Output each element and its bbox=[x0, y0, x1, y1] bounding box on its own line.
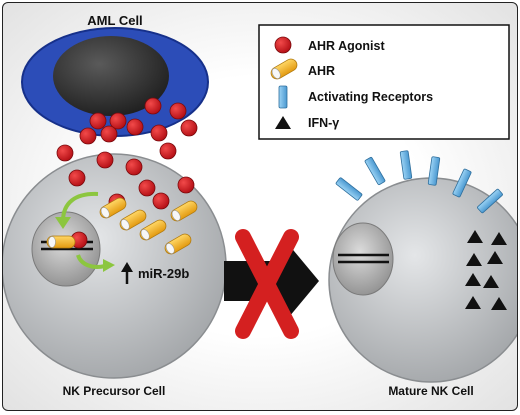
legend-label-ahr-agonist: AHR Agonist bbox=[308, 39, 385, 53]
aml-cell-label: AML Cell bbox=[87, 13, 142, 28]
diagram-frame: AML Cell NK Precursor Cell Mature NK Cel… bbox=[2, 2, 518, 411]
red-circle-icon bbox=[274, 36, 292, 54]
legend-item-ahr-agonist: AHR Agonist bbox=[274, 36, 385, 54]
ifn-gamma-triangles bbox=[465, 230, 507, 310]
mature-nk-label: Mature NK Cell bbox=[388, 384, 473, 398]
blue-rectangle-icon bbox=[278, 85, 288, 109]
ahr-agonist-droplets bbox=[56, 97, 198, 249]
legend-label-activating-receptors: Activating Receptors bbox=[308, 90, 433, 104]
legend-label-ifn-gamma: IFN-γ bbox=[308, 116, 339, 130]
legend: AHR Agonist AHR Activating Receptors IFN… bbox=[258, 24, 510, 140]
mirna-label: miR-29b bbox=[138, 266, 189, 281]
aml-cell bbox=[21, 27, 209, 137]
activating-receptors bbox=[335, 150, 503, 214]
upregulation-arrow bbox=[121, 262, 133, 284]
diagram-canvas: AML Cell NK Precursor Cell Mature NK Cel… bbox=[3, 13, 517, 398]
block-x-icon bbox=[235, 229, 299, 339]
legend-item-activating-receptors: Activating Receptors bbox=[278, 85, 433, 109]
legend-label-ahr: AHR bbox=[308, 64, 335, 78]
nk-precursor-label: NK Precursor Cell bbox=[63, 384, 166, 398]
black-triangle-icon bbox=[275, 116, 291, 129]
mature-nk-cell bbox=[328, 177, 517, 383]
legend-item-ahr: AHR bbox=[268, 56, 335, 82]
translocation-arrows bbox=[55, 191, 115, 272]
legend-item-ifn-gamma: IFN-γ bbox=[275, 116, 339, 130]
